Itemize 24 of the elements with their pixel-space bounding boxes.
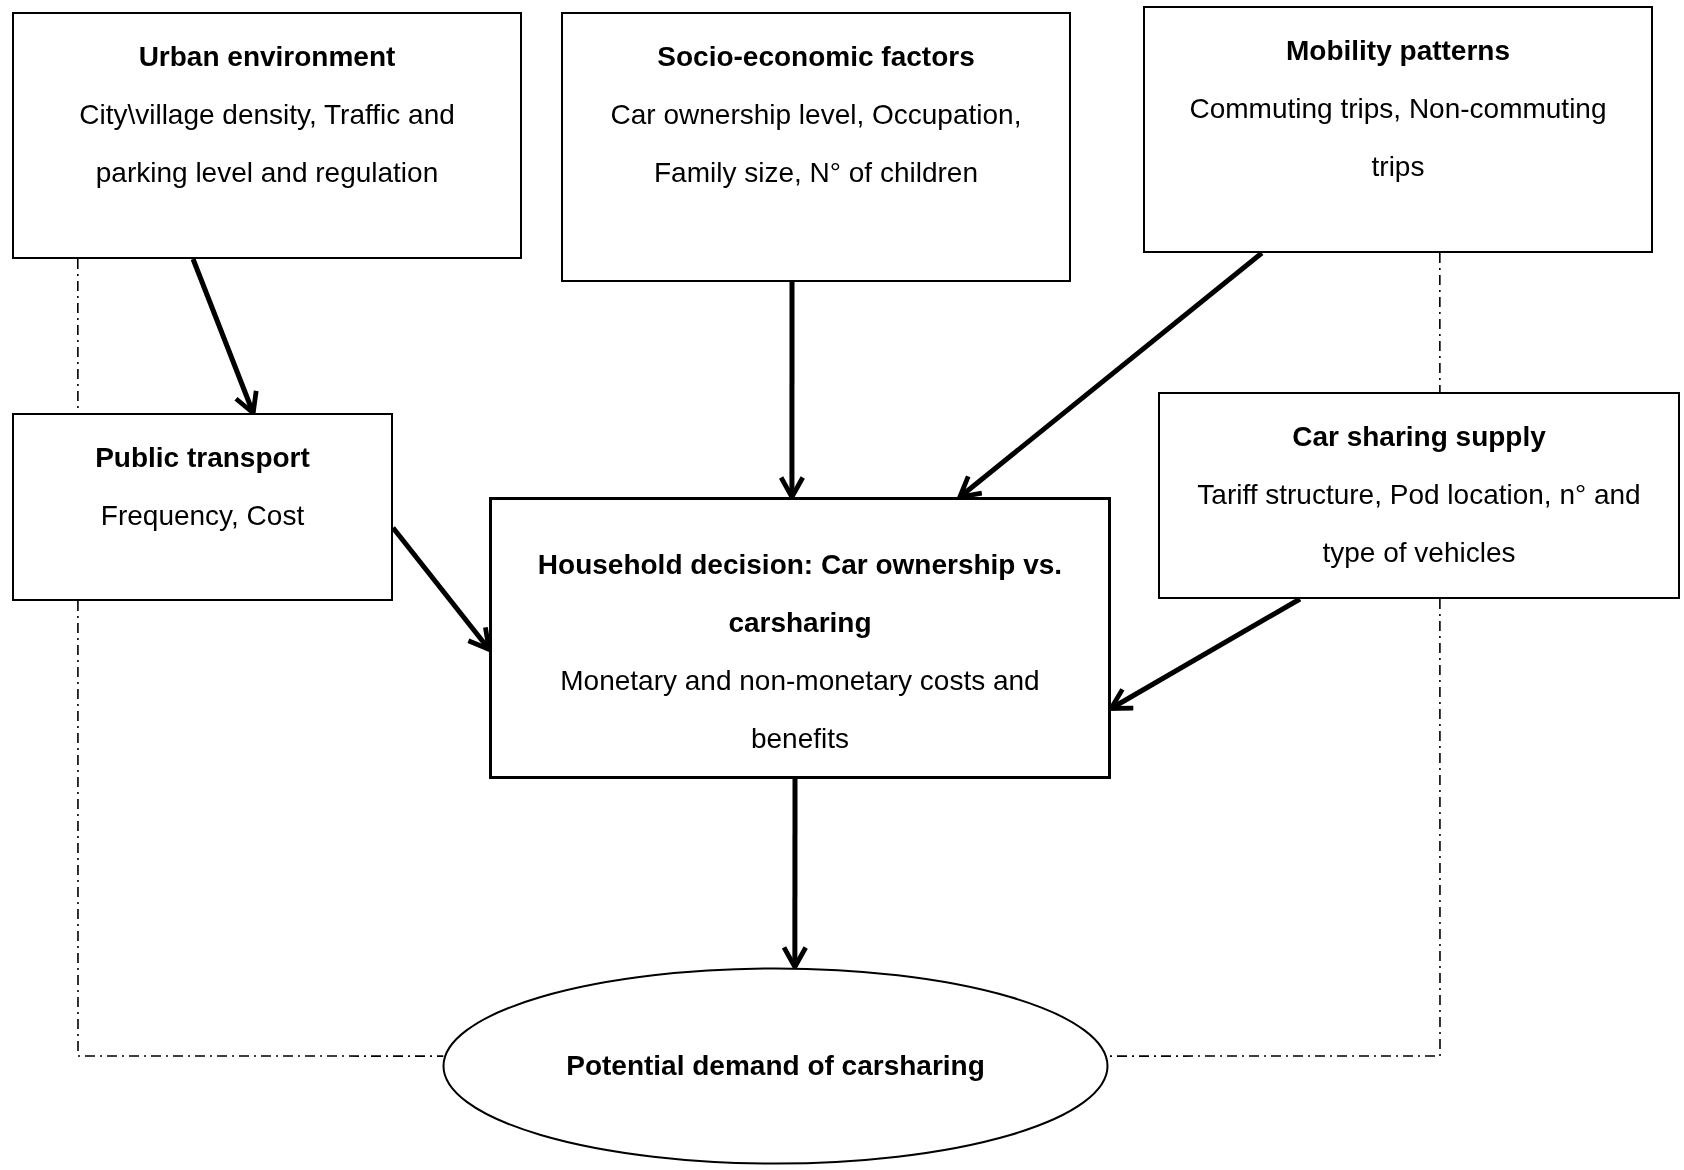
arrow	[190, 258, 259, 416]
factor-box	[561, 12, 1071, 282]
box-heading: Urban environment	[137, 40, 397, 74]
factor-box	[489, 497, 1111, 779]
factor-box	[12, 12, 522, 259]
box-text: Frequency, Cost	[99, 499, 306, 533]
box-text: Car ownership level, Occupation, Family size, N° of children	[609, 98, 1023, 190]
factor-box	[1143, 6, 1653, 253]
box-heading: Car sharing supply	[1291, 420, 1547, 454]
factor-box	[1158, 392, 1680, 599]
box-text: Tariff structure, Pod location, n° and type of vehicles	[1196, 478, 1642, 570]
box-heading: Public transport	[94, 441, 311, 475]
box-heading: Mobility patterns	[1285, 34, 1511, 68]
box-text: City\village density, Traffic and parking level and regulation	[78, 98, 456, 190]
outcome-ellipse	[442, 967, 1109, 1165]
box-heading: Potential demand of carsharing	[565, 1049, 986, 1083]
dash-dot-line	[77, 600, 445, 1057]
box-heading: Socio-economic factors	[656, 40, 976, 74]
factor-box	[12, 413, 393, 601]
box-text: Commuting trips, Non-commuting trips	[1188, 92, 1608, 184]
dash-dot-line	[1439, 252, 1441, 393]
box-heading: Household decision: Car ownership vs. carsharing	[536, 548, 1064, 640]
box-text: Monetary and non-monetary costs and benefits	[559, 664, 1041, 756]
arrow	[781, 779, 809, 970]
